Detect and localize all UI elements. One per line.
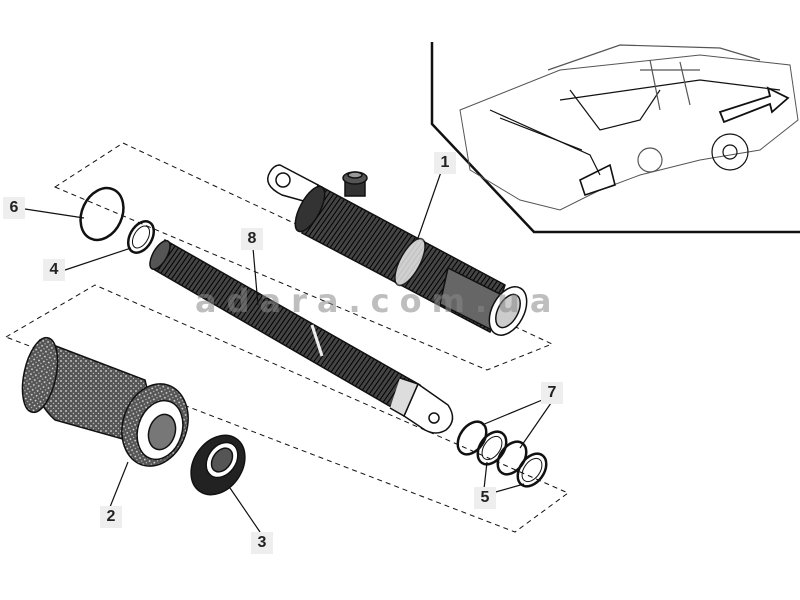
dashed-frame-lower [4,284,569,533]
part-8-piston-rod [149,238,454,434]
leader-1 [417,171,442,239]
callout-2: 2 [100,506,122,528]
leader-6 [24,208,85,219]
callout-1: 1 [434,152,456,174]
part-3-seal [190,434,246,496]
callout-3: 3 [251,532,273,554]
part-4-ring [126,220,156,254]
callout-4: 4 [43,259,65,281]
callout-5: 5 [474,487,496,509]
leader-4 [64,247,132,271]
leader-7a [481,397,548,426]
part-2-cylinder-head [21,336,189,467]
part-1-cylinder-tube [267,164,528,336]
leader-7b [519,402,552,449]
callout-6: 6 [3,197,25,219]
part-6-o-ring [79,186,125,242]
leader-8 [252,247,259,306]
leader-5b [491,483,525,494]
part-5-rings [476,430,548,488]
leader-lines [24,171,552,533]
leader-5a [483,461,488,490]
leader-3 [229,487,261,533]
watermark: adara.com.ua [195,282,562,320]
callout-7: 7 [541,382,563,404]
callout-8: 8 [241,228,263,250]
inset-machine-view [430,42,800,234]
leader-2 [109,461,129,508]
